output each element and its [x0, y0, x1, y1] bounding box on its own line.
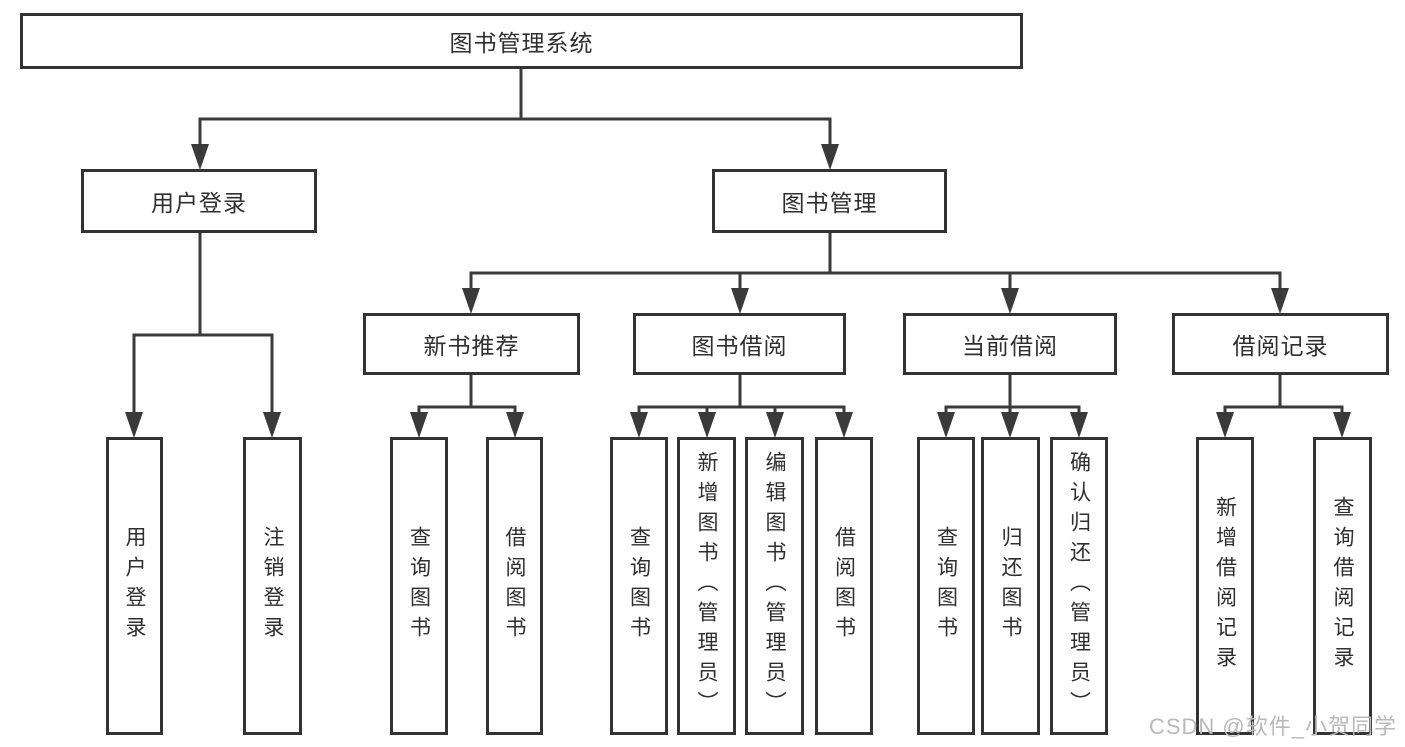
node-label: 图书借阅 — [691, 333, 788, 359]
node-book-borrowing: 图书借阅 — [633, 313, 846, 375]
node-current-borrowing: 当前借阅 — [903, 313, 1117, 375]
node-label: 借阅图书 — [832, 526, 856, 646]
node-new-book-recommendation: 新书推荐 — [363, 313, 580, 375]
node-label: 当前借阅 — [962, 333, 1058, 359]
node-label: 查询图书 — [407, 526, 431, 646]
node-label: 用户登录 — [123, 526, 146, 646]
node-label: 归还图书 — [999, 526, 1022, 646]
node-label: 用户登录 — [151, 190, 247, 216]
node-label: 新增借阅记录 — [1213, 496, 1237, 676]
node-borrow-books-borrowing: 借阅图书 — [815, 437, 873, 735]
node-label: 查询图书 — [627, 526, 651, 646]
node-label: 图书管理系统 — [449, 30, 594, 56]
node-confirm-return-admin: 确认归还（管理员） — [1050, 437, 1108, 735]
node-edit-books-admin: 编辑图书（管理员） — [745, 437, 804, 735]
node-label: 图书管理 — [781, 190, 878, 216]
node-user-login: 用户登录 — [81, 169, 317, 233]
node-add-books-admin: 新增图书（管理员） — [677, 437, 736, 735]
node-label: 注销登录 — [261, 526, 284, 646]
node-label: 查询图书 — [934, 526, 958, 646]
node-book-management-system: 图书管理系统 — [20, 13, 1023, 69]
node-label: 编辑图书（管理员） — [763, 451, 786, 721]
node-label: 新增图书（管理员） — [695, 451, 718, 721]
node-label: 确认归还（管理员） — [1067, 451, 1091, 721]
node-add-borrow-record: 新增借阅记录 — [1196, 437, 1254, 735]
node-query-books-new-book: 查询图书 — [390, 437, 448, 735]
node-borrow-books-new-book: 借阅图书 — [486, 437, 543, 735]
node-label: 新书推荐 — [423, 333, 520, 359]
node-user-login-leaf: 用户登录 — [106, 437, 163, 735]
csdn-watermark: CSDN @软件_小贺同学 — [1148, 714, 1397, 739]
node-book-management: 图书管理 — [712, 169, 947, 233]
node-borrowing-records: 借阅记录 — [1172, 313, 1389, 375]
node-label: 查询借阅记录 — [1331, 496, 1354, 676]
node-query-books-borrowing: 查询图书 — [610, 437, 668, 735]
node-query-books-current: 查询图书 — [917, 437, 975, 735]
node-label: 借阅图书 — [503, 526, 526, 646]
node-return-books: 归还图书 — [981, 437, 1040, 735]
node-label: 借阅记录 — [1232, 333, 1329, 359]
node-logout-leaf: 注销登录 — [243, 437, 302, 735]
node-query-borrow-record: 查询借阅记录 — [1313, 437, 1372, 735]
